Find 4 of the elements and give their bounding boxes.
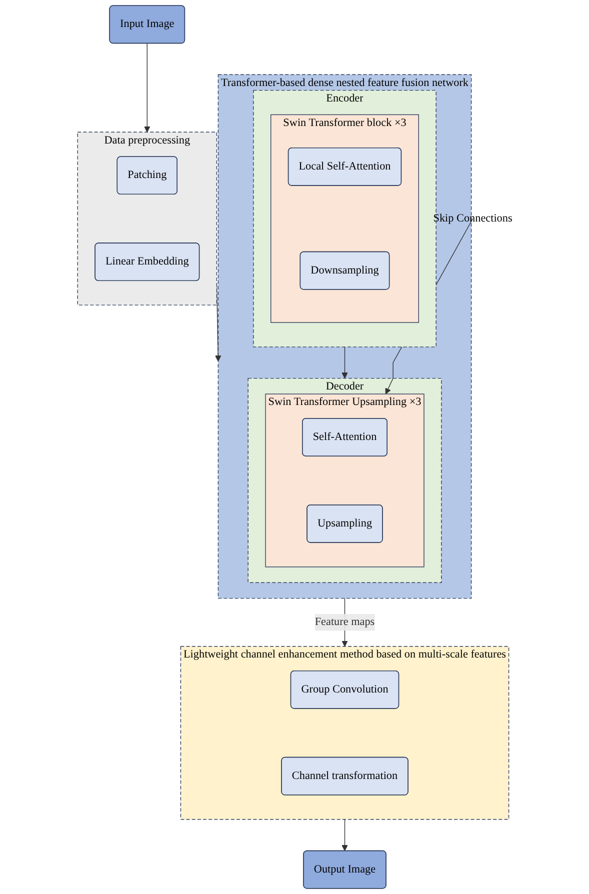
- edge-label: Feature maps: [314, 616, 374, 628]
- arrow: [144, 42, 150, 132]
- arrow: [341, 346, 348, 379]
- arrow: [341, 819, 348, 851]
